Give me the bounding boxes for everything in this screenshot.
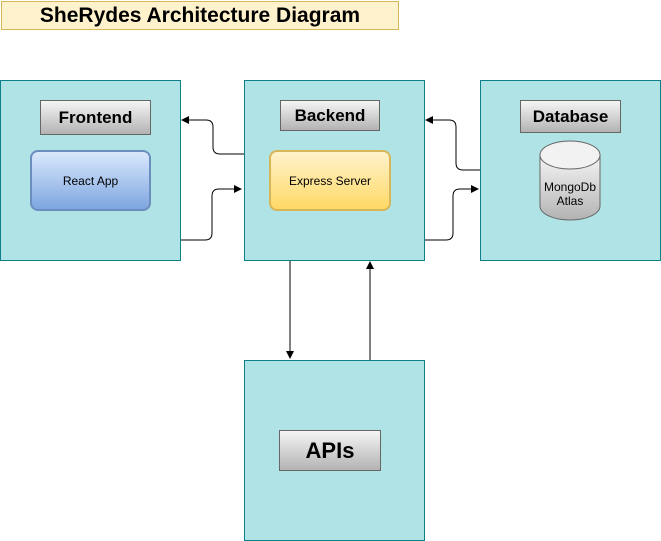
diagram-title: SheRydes Architecture Diagram xyxy=(1,1,399,30)
apis-label: APIs xyxy=(279,430,381,471)
edge-backend-to-frontend xyxy=(181,116,244,155)
edge-backend-to-database xyxy=(425,185,479,241)
express-server-component: Express Server xyxy=(269,150,391,211)
mongodb-text: MongoDb xyxy=(543,180,597,194)
edge-database-to-backend xyxy=(425,116,480,171)
frontend-label: Frontend xyxy=(40,100,151,135)
atlas-text: Atlas xyxy=(556,194,584,208)
backend-label: Backend xyxy=(280,100,380,131)
edge-frontend-to-backend xyxy=(181,185,242,241)
react-app-component: React App xyxy=(30,150,151,211)
database-label: Database xyxy=(520,100,621,133)
mongodb-atlas-label: MongoDb Atlas xyxy=(540,180,600,208)
